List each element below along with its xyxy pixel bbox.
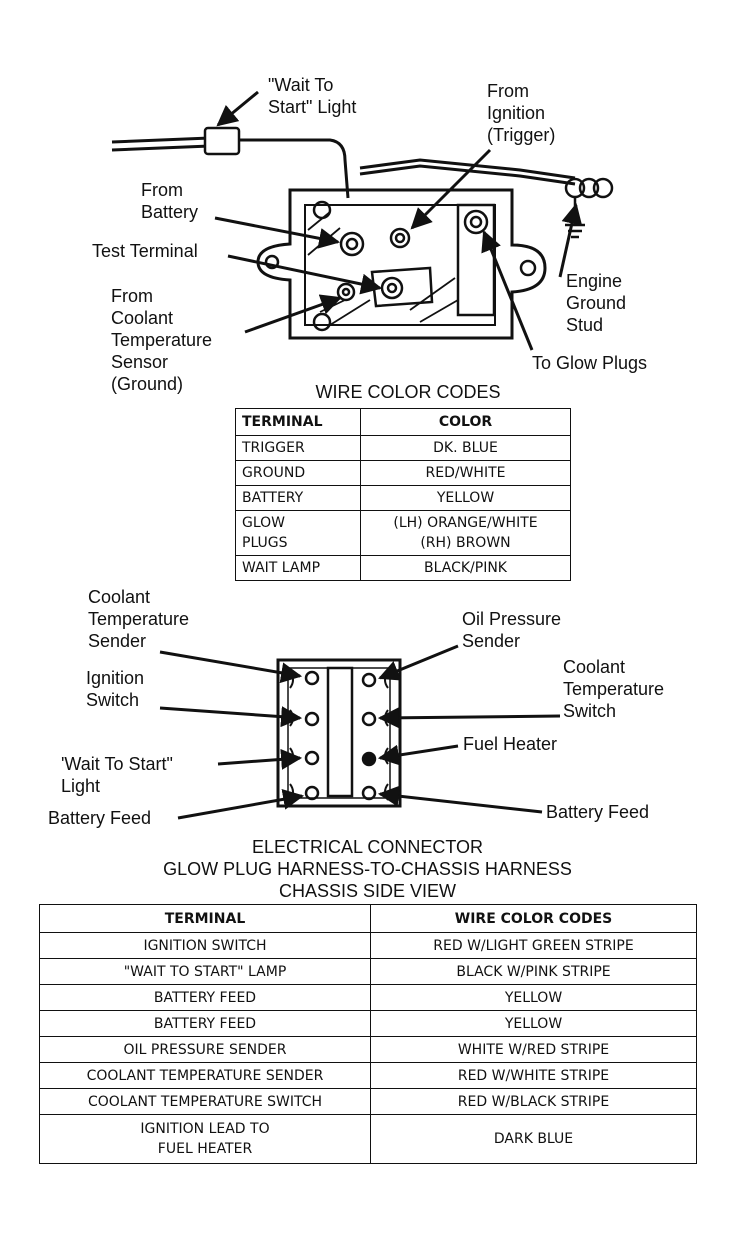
color-cell: RED/WHITE [360,460,571,486]
table-row: GROUND RED/WHITE [235,460,571,486]
label-coolant-temp-switch: Coolant Temperature Switch [563,657,665,721]
color-cell: WHITE W/RED STRIPE [370,1036,697,1063]
table-header-row: TERMINAL COLOR [235,408,571,436]
label-fuel-heater: Fuel Heater [463,734,558,754]
terminal-cell: BATTERY [235,485,361,511]
column-header-wire-color-codes: WIRE COLOR CODES [370,904,697,933]
connector-caption: ELECTRICAL CONNECTOR GLOW PLUG HARNESS-T… [163,837,572,901]
terminal-cell: COOLANT TEMPERATURE SWITCH [39,1088,371,1115]
label-test-terminal: Test Terminal [92,241,198,261]
color-cell: BLACK W/PINK STRIPE [370,958,697,985]
terminal-cell: IGNITION SWITCH [39,932,371,959]
label-engine-ground-stud: Engine Ground Stud [566,271,627,335]
color-cell: RED W/LIGHT GREEN STRIPE [370,932,697,959]
label-coolant-temp-sender: Coolant Temperature Sender [88,587,190,651]
label-to-glow-plugs: To Glow Plugs [532,353,648,373]
color-cell: YELLOW [360,485,571,511]
color-cell: DK. BLUE [360,435,571,461]
terminal-cell: GROUND [235,460,361,486]
table-row: OIL PRESSURE SENDER WHITE W/RED STRIPE [39,1036,697,1063]
table-row: TRIGGER DK. BLUE [235,435,571,461]
column-header-terminal: TERMINAL [235,408,361,436]
terminal-cell: BATTERY FEED [39,1010,371,1037]
terminal-cell: COOLANT TEMPERATURE SENDER [39,1062,371,1089]
color-cell: RED W/BLACK STRIPE [370,1088,697,1115]
table-row: IGNITION LEAD TO FUEL HEATER DARK BLUE [39,1114,697,1164]
table-row: BATTERY FEED YELLOW [39,984,697,1011]
color-cell: DARK BLUE [370,1114,697,1164]
color-cell: YELLOW [370,1010,697,1037]
terminal-cell: "WAIT TO START" LAMP [39,958,371,985]
color-cell: RED W/WHITE STRIPE [370,1062,697,1089]
column-header-color: COLOR [360,408,571,436]
label-from-coolant-sensor: From Coolant Temperature Sensor (Ground) [111,286,213,394]
electrical-connector [276,658,402,808]
label-battery-feed-left: Battery Feed [48,808,152,828]
color-cell: BLACK/PINK [360,555,571,581]
terminal-cell: OIL PRESSURE SENDER [39,1036,371,1063]
label-ignition-switch: Ignition Switch [86,668,145,710]
wire-color-codes-table: TERMINAL COLOR TRIGGER DK. BLUE GROUND R… [235,408,571,581]
color-cell: (LH) ORANGE/WHITE (RH) BROWN [360,510,571,556]
column-header-terminal: TERMINAL [39,904,371,933]
terminal-cell: IGNITION LEAD TO FUEL HEATER [39,1114,371,1164]
label-from-ignition: From Ignition (Trigger) [487,81,556,145]
connector-leader-lines [159,644,561,820]
table-row: BATTERY YELLOW [235,485,571,511]
table-row: "WAIT TO START" LAMP BLACK W/PINK STRIPE [39,958,697,985]
top-leader-lines [214,90,583,351]
terminal-cell: TRIGGER [235,435,361,461]
table-row: COOLANT TEMPERATURE SENDER RED W/WHITE S… [39,1062,697,1089]
table-row: BATTERY FEED YELLOW [39,1010,697,1037]
label-wait-to-start-light: "Wait To Start" Light [268,75,357,117]
label-oil-pressure-sender: Oil Pressure Sender [462,609,562,651]
label-wait-to-start-light-connector: 'Wait To Start" Light [61,754,173,796]
terminal-cell: BATTERY FEED [39,984,371,1011]
table-header-row: TERMINAL WIRE COLOR CODES [39,904,697,933]
label-from-battery: From Battery [141,180,199,222]
wire-color-codes-title: WIRE COLOR CODES [315,382,501,402]
table-row: IGNITION SWITCH RED W/LIGHT GREEN STRIPE [39,932,697,959]
table-row: WAIT LAMP BLACK/PINK [235,555,571,581]
table-row: COOLANT TEMPERATURE SWITCH RED W/BLACK S… [39,1088,697,1115]
terminal-cell: GLOW PLUGS [235,510,361,556]
label-battery-feed-right: Battery Feed [546,802,650,822]
terminal-cell: WAIT LAMP [235,555,361,581]
color-cell: YELLOW [370,984,697,1011]
table-row: GLOW PLUGS (LH) ORANGE/WHITE (RH) BROWN [235,510,571,556]
connector-wire-color-table: TERMINAL WIRE COLOR CODES IGNITION SWITC… [39,904,697,1164]
